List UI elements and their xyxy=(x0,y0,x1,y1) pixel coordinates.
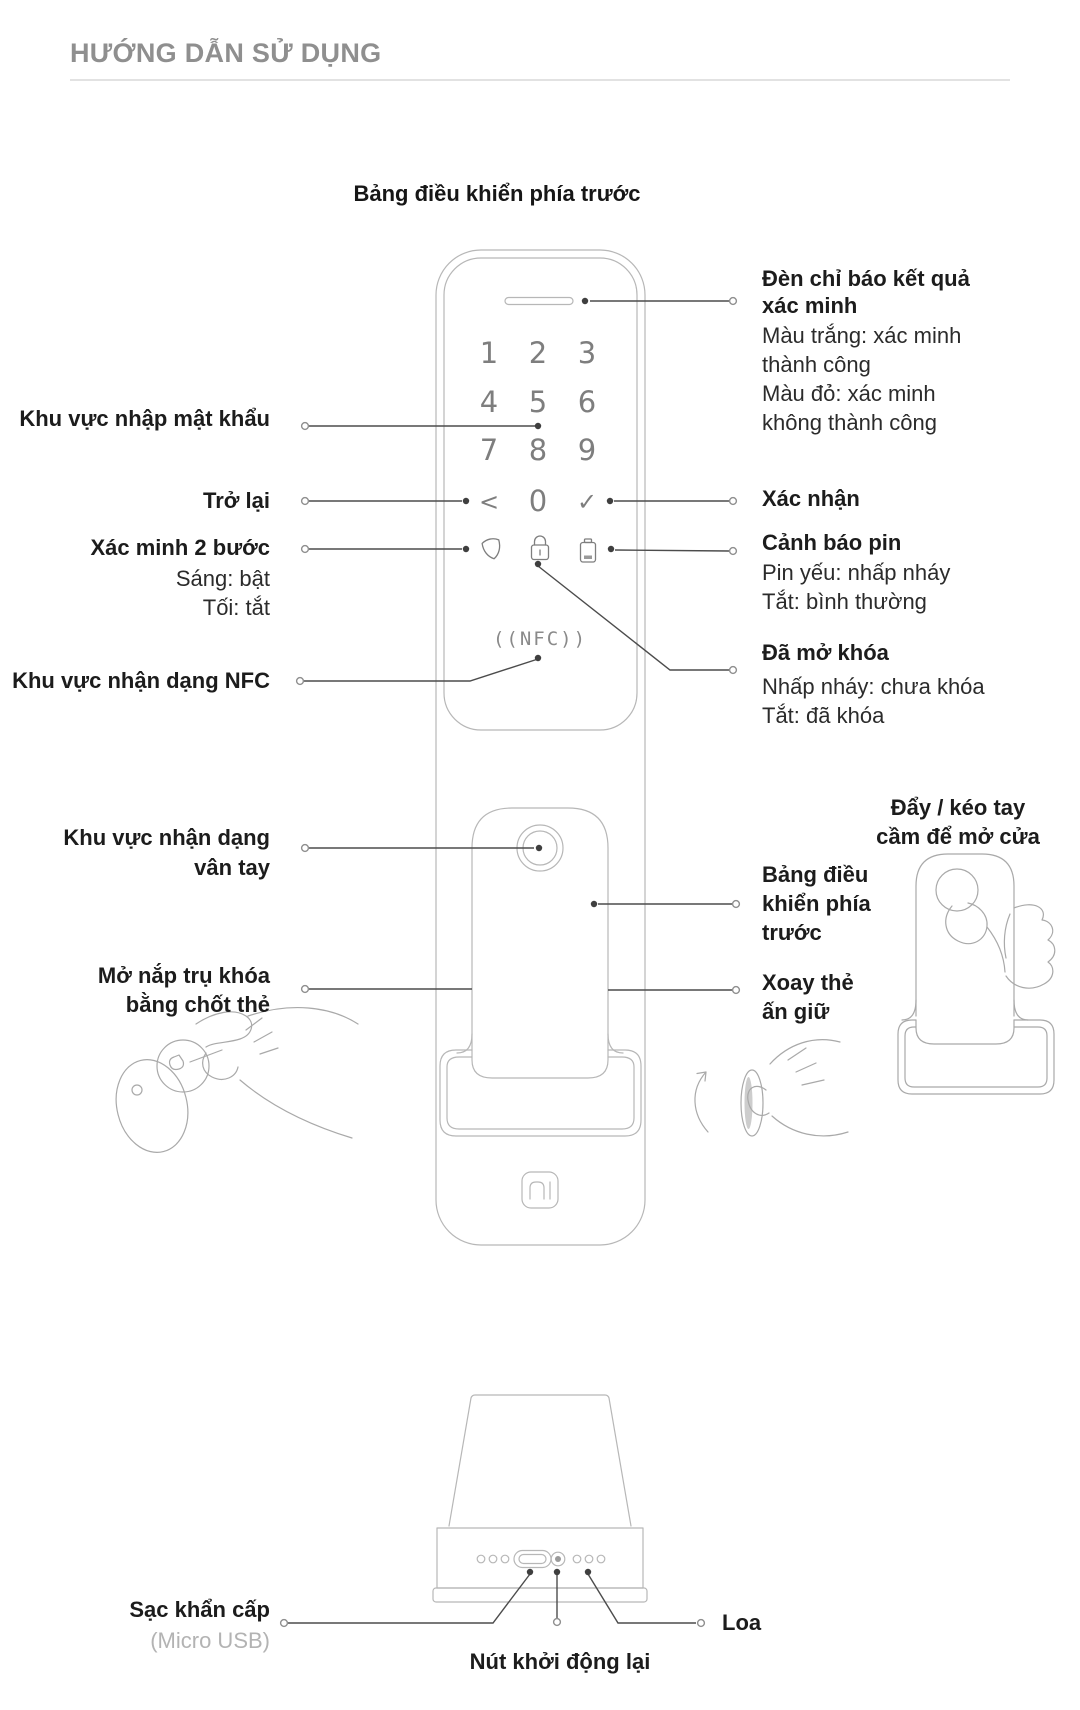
door-handle xyxy=(471,807,609,1051)
keypad-zero-key: 0 xyxy=(529,484,547,518)
section-heading: Bảng điều khiển phía trước xyxy=(353,181,641,206)
mini-cradle-outer xyxy=(897,1019,1055,1095)
indicator-line-4: không thành công xyxy=(762,410,937,435)
confirm-key-label: Xác nhận xyxy=(762,486,860,511)
unlocked-line-1: Nhấp nháy: chưa khóa xyxy=(762,674,985,699)
lock-body-outline xyxy=(435,249,646,1246)
reset-button xyxy=(550,1551,566,1567)
indicator-label: Đèn chỉ báo kết quả xác minh Màu trắng: … xyxy=(762,265,970,437)
push-pull-hand-illustration xyxy=(897,853,1056,1095)
keypad-digit-6: 6 xyxy=(578,385,596,419)
indicator-title-1: Đèn chỉ báo kết quả xyxy=(762,266,970,291)
battery-warning-label: Cảnh báo pin Pin yếu: nhấp nháy Tắt: bìn… xyxy=(762,528,950,616)
keypad-digit-4: 4 xyxy=(480,385,498,419)
two-step-line-1: Sáng: bật xyxy=(175,566,270,591)
touch-panel-outline xyxy=(443,257,638,731)
front-panel-label: Bảng điều khiển phía trước xyxy=(762,860,871,947)
keypad: 1 2 3 4 5 6 7 8 9 < 0 ✓ ((NFC)) xyxy=(479,336,597,650)
front-panel-line-3: trước xyxy=(762,920,822,945)
unlocked-line-2: Tắt: đã khóa xyxy=(762,703,885,728)
indicator-line-1: Màu trắng: xác minh xyxy=(762,323,962,348)
status-icons xyxy=(481,535,597,563)
keypad-digit-5: 5 xyxy=(529,385,547,419)
keypad-digit-2: 2 xyxy=(529,336,547,370)
rotate-card-line-1: Xoay thẻ xyxy=(762,970,854,995)
usb-port xyxy=(513,1549,552,1569)
battery-icon xyxy=(579,538,597,563)
push-pull-line-2: cầm để mở cửa xyxy=(876,824,1040,849)
title-divider xyxy=(70,79,1010,81)
push-pull-label: Đẩy / kéo tay cầm để mở cửa xyxy=(856,793,1060,851)
indicator-title-2: xác minh xyxy=(762,293,858,318)
unlocked-title: Đã mở khóa xyxy=(762,640,889,665)
handle-cradle-inner xyxy=(446,1056,635,1130)
push-pull-line-1: Đẩy / kéo tay xyxy=(890,795,1026,820)
status-indicator-bar xyxy=(504,296,574,306)
mini-fingerprint-sensor xyxy=(935,868,979,912)
fingerprint-area-label: Khu vực nhận dạng vân tay xyxy=(63,823,270,883)
base-strip xyxy=(432,1587,648,1603)
back-key-label: Trở lại xyxy=(203,488,270,513)
rotate-card-line-2: ấn giữ xyxy=(762,999,830,1024)
unlocked-label: Đã mở khóa Nhấp nháy: chưa khóa Tắt: đã … xyxy=(762,638,985,730)
nfc-zone-text: ((NFC)) xyxy=(493,628,587,650)
handle-flares xyxy=(456,1033,624,1054)
page-title: HƯỚNG DẪN SỬ DỤNG xyxy=(70,38,382,68)
indicator-line-2: thành công xyxy=(762,352,871,377)
fingerprint-line-2: vân tay xyxy=(194,855,270,880)
leader-lines xyxy=(279,296,741,1628)
keypad-back-key: < xyxy=(479,488,499,516)
open-cap-line-1: Mở nắp trụ khóa xyxy=(97,963,270,988)
battery-line-2: Tắt: bình thường xyxy=(762,589,927,614)
open-cap-line-2: bằng chốt thẻ xyxy=(125,992,270,1017)
front-panel-line-2: khiển phía xyxy=(762,891,871,916)
lock-icon xyxy=(530,535,550,561)
emergency-charge-title: Sạc khẩn cấp xyxy=(129,1597,270,1622)
keypad-digit-7: 7 xyxy=(480,433,498,467)
nfc-area-label: Khu vực nhận dạng NFC xyxy=(12,668,270,693)
keypad-digit-9: 9 xyxy=(578,433,596,467)
rotate-card-hand-illustration xyxy=(694,1039,849,1137)
two-step-title: Xác minh 2 bước xyxy=(90,535,270,560)
speaker-holes xyxy=(572,1554,606,1564)
base-faceplate xyxy=(436,1527,644,1589)
password-area-label: Khu vực nhập mật khẩu xyxy=(19,406,270,431)
keypad-digit-3: 3 xyxy=(578,336,596,370)
rotate-card-label: Xoay thẻ ấn giữ xyxy=(762,968,854,1026)
two-step-label: Xác minh 2 bước Sáng: bật Tối: tắt xyxy=(90,533,270,622)
battery-line-1: Pin yếu: nhấp nháy xyxy=(762,560,951,585)
keypad-confirm-key: ✓ xyxy=(577,488,597,516)
mijia-logo xyxy=(521,1171,559,1209)
pin-open-hand-illustration xyxy=(115,1007,359,1153)
keypad-digit-8: 8 xyxy=(529,433,547,467)
keypad-digit-1: 1 xyxy=(480,336,498,370)
mini-handle xyxy=(915,853,1015,1017)
restart-button-label: Nút khởi động lại xyxy=(469,1649,651,1674)
mortise-body xyxy=(448,1394,632,1527)
shield-icon xyxy=(481,538,501,560)
fingerprint-line-1: Khu vực nhận dạng xyxy=(63,825,270,850)
battery-warning-title: Cảnh báo pin xyxy=(762,530,902,555)
two-step-line-2: Tối: tắt xyxy=(202,595,270,620)
handle-bottom xyxy=(471,1049,609,1079)
open-cap-label: Mở nắp trụ khóa bằng chốt thẻ xyxy=(98,961,270,1019)
emergency-charge-label: Sạc khẩn cấp (Micro USB) xyxy=(129,1595,270,1655)
rotation-arrow xyxy=(694,1071,709,1133)
mini-cradle-inner xyxy=(904,1026,1048,1088)
vent-holes-left xyxy=(476,1554,510,1564)
speaker-label: Loa xyxy=(722,1610,762,1635)
front-panel-line-1: Bảng điều xyxy=(762,862,869,887)
indicator-line-3: Màu đỏ: xác minh xyxy=(762,381,936,406)
handle-cradle-outer xyxy=(439,1049,642,1137)
emergency-charge-sub: (Micro USB) xyxy=(150,1628,270,1653)
